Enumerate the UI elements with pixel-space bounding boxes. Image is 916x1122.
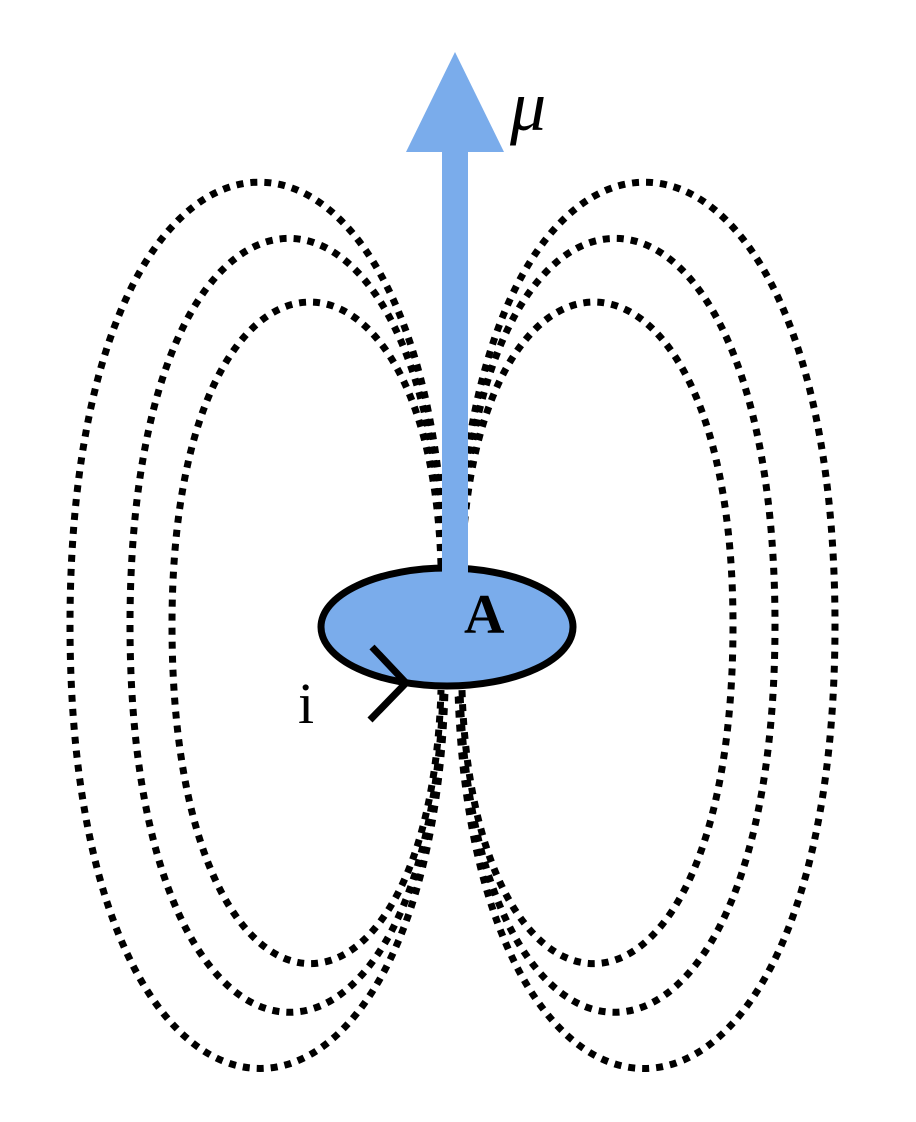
- current-direction-arrow-icon: [367, 644, 411, 723]
- field-line-left-middle: [126, 235, 447, 1016]
- field-line-right-middle: [456, 235, 779, 1016]
- field-lines-right: [454, 178, 839, 1072]
- field-line-left-outer: [66, 178, 449, 1072]
- field-lines-left: [66, 178, 449, 1072]
- magnetic-moment-arrow: [406, 52, 504, 620]
- moment-label: μ: [509, 66, 546, 146]
- current-label: i: [298, 671, 314, 736]
- area-label: A: [464, 584, 505, 646]
- field-line-right-outer: [454, 178, 839, 1072]
